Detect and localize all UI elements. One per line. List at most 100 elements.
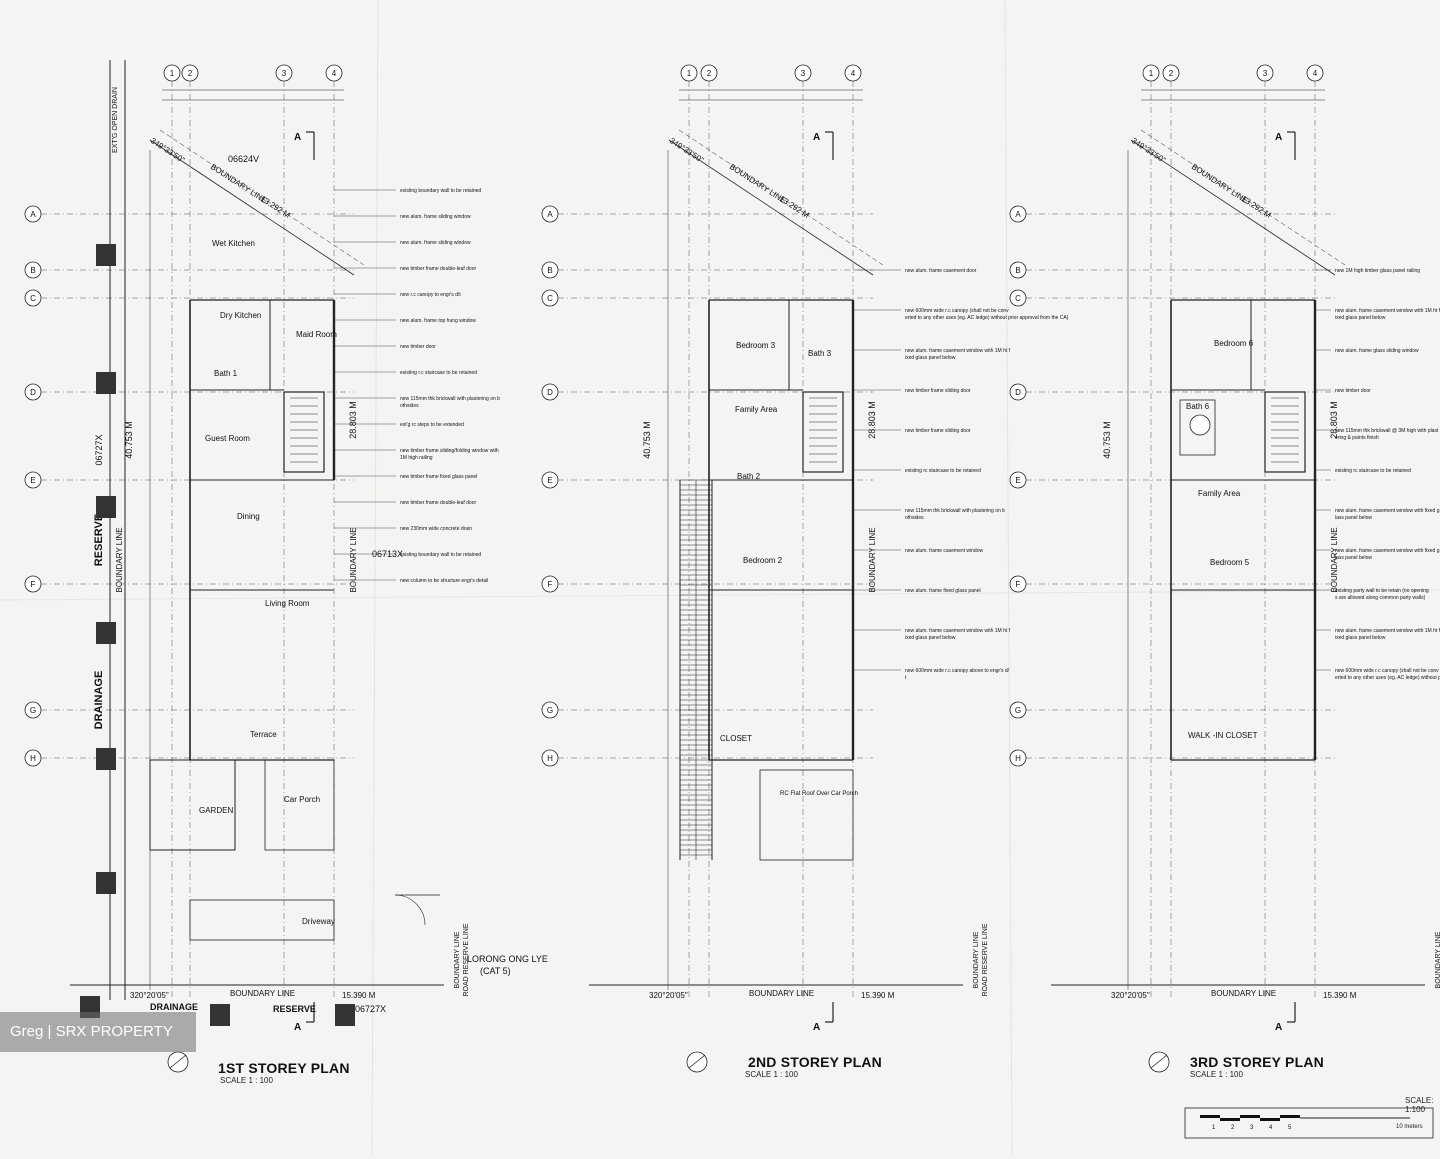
scalebar-segment xyxy=(1200,1115,1220,1118)
room-label-plan3: Family Area xyxy=(1198,489,1241,498)
staircase xyxy=(1264,391,1306,473)
room-label-plan1: Terrace xyxy=(250,730,277,739)
annotation-note: new timber frame sliding door xyxy=(905,428,971,434)
grid-row-label: E xyxy=(30,476,35,485)
section-mark: A xyxy=(1275,1022,1282,1033)
annotation-note: new r.c canopy to engr's d/t xyxy=(400,292,461,298)
bearing-label: 320°20'05" xyxy=(130,991,169,1000)
annotation-note: new alum. frame casement window with 1M … xyxy=(905,348,1011,354)
annotation-note: new alum. frame casement window with fix… xyxy=(1335,508,1440,514)
road-reserve-label: ROAD RESERVE LINE xyxy=(463,923,470,996)
annotation-note: 1M high railing xyxy=(400,455,433,461)
room-label-plan1: GARDEN xyxy=(199,806,233,815)
lot-number-label: 06727X xyxy=(94,434,104,465)
grid-col-label: 1 xyxy=(687,69,692,78)
annotation-note: new 230mm wide concrete drain xyxy=(400,526,472,532)
grid-row-label: H xyxy=(547,754,553,763)
grid-row-label: B xyxy=(547,266,552,275)
annotation-note: new 115mm thk brickwall with plastering … xyxy=(400,396,500,402)
neighbour-block xyxy=(96,748,116,770)
boundary-line-diagonal xyxy=(1140,129,1346,266)
scalebar-tick-label: 4 xyxy=(1269,1125,1273,1131)
grid-row-label: C xyxy=(1015,294,1021,303)
boundary-length-label: 13.292 M xyxy=(778,194,811,220)
annotation-note: new 600mm wide r.c canopy above to engr'… xyxy=(905,668,1010,674)
plan-title-1: 1ST STOREY PLAN xyxy=(218,1060,350,1076)
grid-col-label: 3 xyxy=(282,69,287,78)
grid-row-label: E xyxy=(547,476,552,485)
frontage-dimension: 15.390 M xyxy=(861,991,895,1000)
annotation-note: erted to any other uses (eg. AC ledge) w… xyxy=(905,315,1069,321)
room-label-plan3: Bedroom 6 xyxy=(1214,339,1254,348)
grid-row-label: C xyxy=(30,294,36,303)
site-label-drainage: DRAINAGE xyxy=(150,1002,198,1012)
grid-row-label: B xyxy=(1015,266,1020,275)
boundary-length-label: 13.292 M xyxy=(259,194,292,220)
boundary-line-label: BOUNDARY LINE xyxy=(1435,931,1440,988)
scalebar-tick-label: 2 xyxy=(1231,1125,1235,1131)
grid-col-label: 2 xyxy=(707,69,712,78)
scalebar-segment xyxy=(1280,1115,1300,1118)
scalebar-frame xyxy=(1184,1107,1434,1139)
road-reserve-label: ROAD RESERVE LINE xyxy=(982,923,989,996)
watermark: Greg | SRX PROPERTY xyxy=(0,1012,196,1052)
section-mark: A xyxy=(294,1022,301,1033)
section-mark: A xyxy=(813,132,820,143)
grid-col-label: 1 xyxy=(1149,69,1154,78)
boundary-line-diagonal xyxy=(1130,139,1336,276)
neighbour-block xyxy=(96,496,116,518)
neighbour-block xyxy=(335,1004,355,1026)
grid-col-label: 1 xyxy=(170,69,175,78)
plan-scale-1: SCALE 1 : 100 xyxy=(220,1076,273,1085)
grid-row-label: H xyxy=(30,754,36,763)
boundary-line-diagonal xyxy=(149,139,355,276)
annotation-note: new timber frame double-leaf door xyxy=(400,500,476,506)
annotation-note: existing rc staircase to be retained xyxy=(1335,468,1411,474)
annotation-note: new alum. frame casement window xyxy=(905,548,983,554)
bearing-label: 320°20'05" xyxy=(649,991,688,1000)
boundary-line-label: BOUNDARY LINE xyxy=(230,989,295,998)
neighbour-block xyxy=(96,372,116,394)
boundary-line-label: BOUNDARY LINE xyxy=(1211,989,1276,998)
section-mark: A xyxy=(813,1022,820,1033)
room-label-plan2: Bedroom 3 xyxy=(736,341,776,350)
scalebar-segment xyxy=(1220,1118,1240,1121)
boundary-line-diagonal xyxy=(668,139,874,276)
grid-col-label: 4 xyxy=(851,69,856,78)
annotation-note: new alum. frame sliding window xyxy=(400,214,471,220)
staircase xyxy=(802,391,844,473)
annotation-note: ering & paints finish xyxy=(1335,435,1379,441)
room-label-plan1: Wet Kitchen xyxy=(212,239,255,248)
annotation-note: t xyxy=(905,675,907,681)
room-label-plan1: Dining xyxy=(237,512,260,521)
road-category-label: (CAT 5) xyxy=(480,966,511,976)
site-label-reserve: RESERVE xyxy=(273,1004,316,1014)
grid-row-label: D xyxy=(547,388,553,397)
boundary-line-label: BOUNDARY LINE xyxy=(1330,527,1339,592)
boundary-length-label: 13.292 M xyxy=(1240,194,1273,220)
annotation-note: new 1M high timber glass panel railing xyxy=(1335,268,1420,274)
annotation-note: new timber door xyxy=(1335,388,1371,394)
grid-col-label: 2 xyxy=(188,69,193,78)
annotation-note: existing r.c staircase to be retained xyxy=(400,370,477,376)
room-label-plan3: Bath 6 xyxy=(1186,402,1210,411)
section-mark: A xyxy=(1275,132,1282,143)
grid-row-label: B xyxy=(30,266,35,275)
north-arrow-icon xyxy=(1150,1054,1168,1069)
grid-row-label: F xyxy=(548,580,553,589)
grid-row-label: F xyxy=(1016,580,1021,589)
grid-row-label: E xyxy=(1015,476,1020,485)
paper-fold-line xyxy=(1004,0,1013,1155)
site-depth-dimension: 40.753 M xyxy=(642,421,652,459)
annotation-note: existing boundary wall to be retained xyxy=(400,188,481,194)
room-label-plan1: Maid Room xyxy=(296,330,337,339)
annotation-note: new column to be structure engr's detail xyxy=(400,578,488,584)
party-wall-dimension: 28.803 M xyxy=(348,401,358,439)
garden-outline xyxy=(149,759,236,851)
room-label-plan3: Bedroom 5 xyxy=(1210,558,1250,567)
grid-row-label: C xyxy=(547,294,553,303)
annotation-note: new 600mm wide r.c canopy (shall not be … xyxy=(1335,668,1439,674)
scalebar-segment xyxy=(1260,1118,1280,1121)
site-depth-dimension: 40.753 M xyxy=(124,421,134,459)
